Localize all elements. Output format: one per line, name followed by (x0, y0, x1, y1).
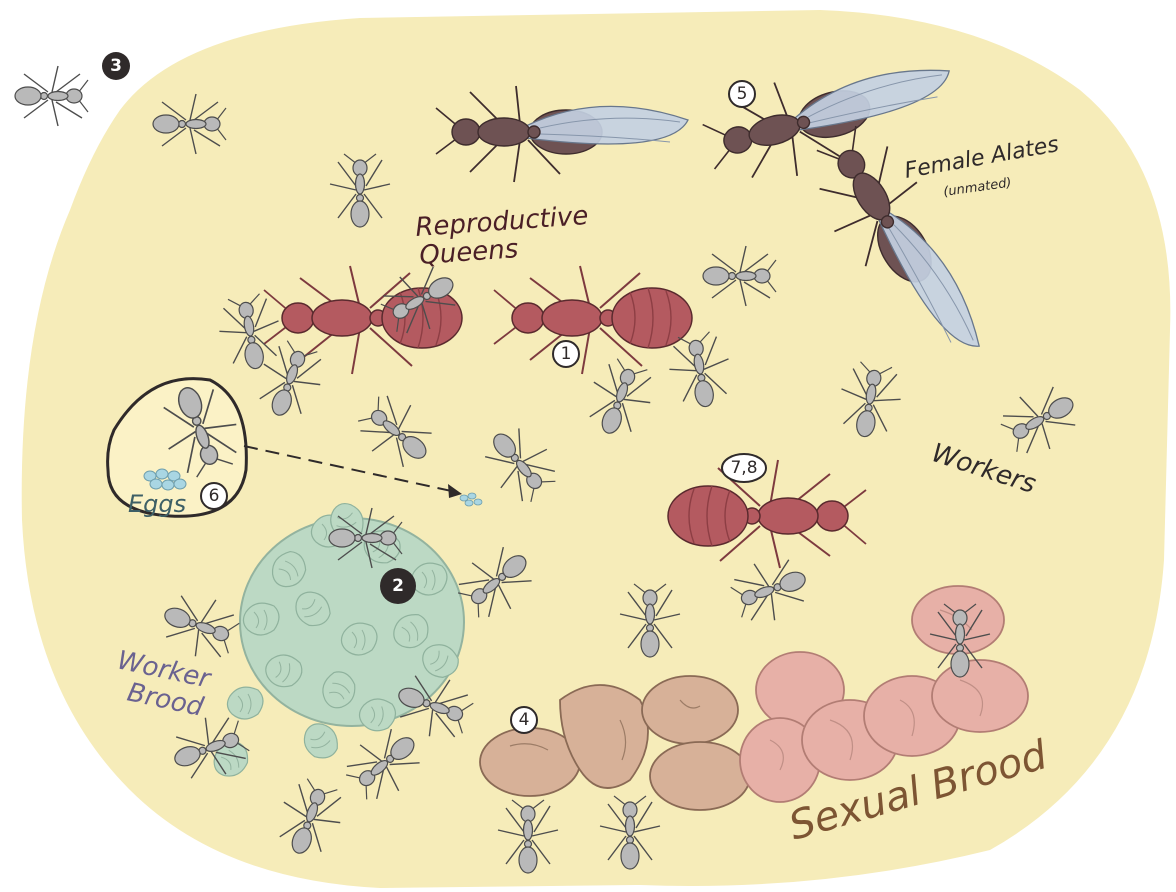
number-2: 2 (392, 576, 404, 596)
number-7-8: 7,8 (730, 458, 757, 478)
eggs-label: Eggs (128, 490, 186, 518)
number-3: 3 (110, 56, 122, 76)
number-5: 5 (737, 84, 748, 104)
number-6: 6 (209, 486, 220, 506)
number-4: 4 (519, 710, 530, 730)
number-1: 1 (561, 344, 572, 364)
